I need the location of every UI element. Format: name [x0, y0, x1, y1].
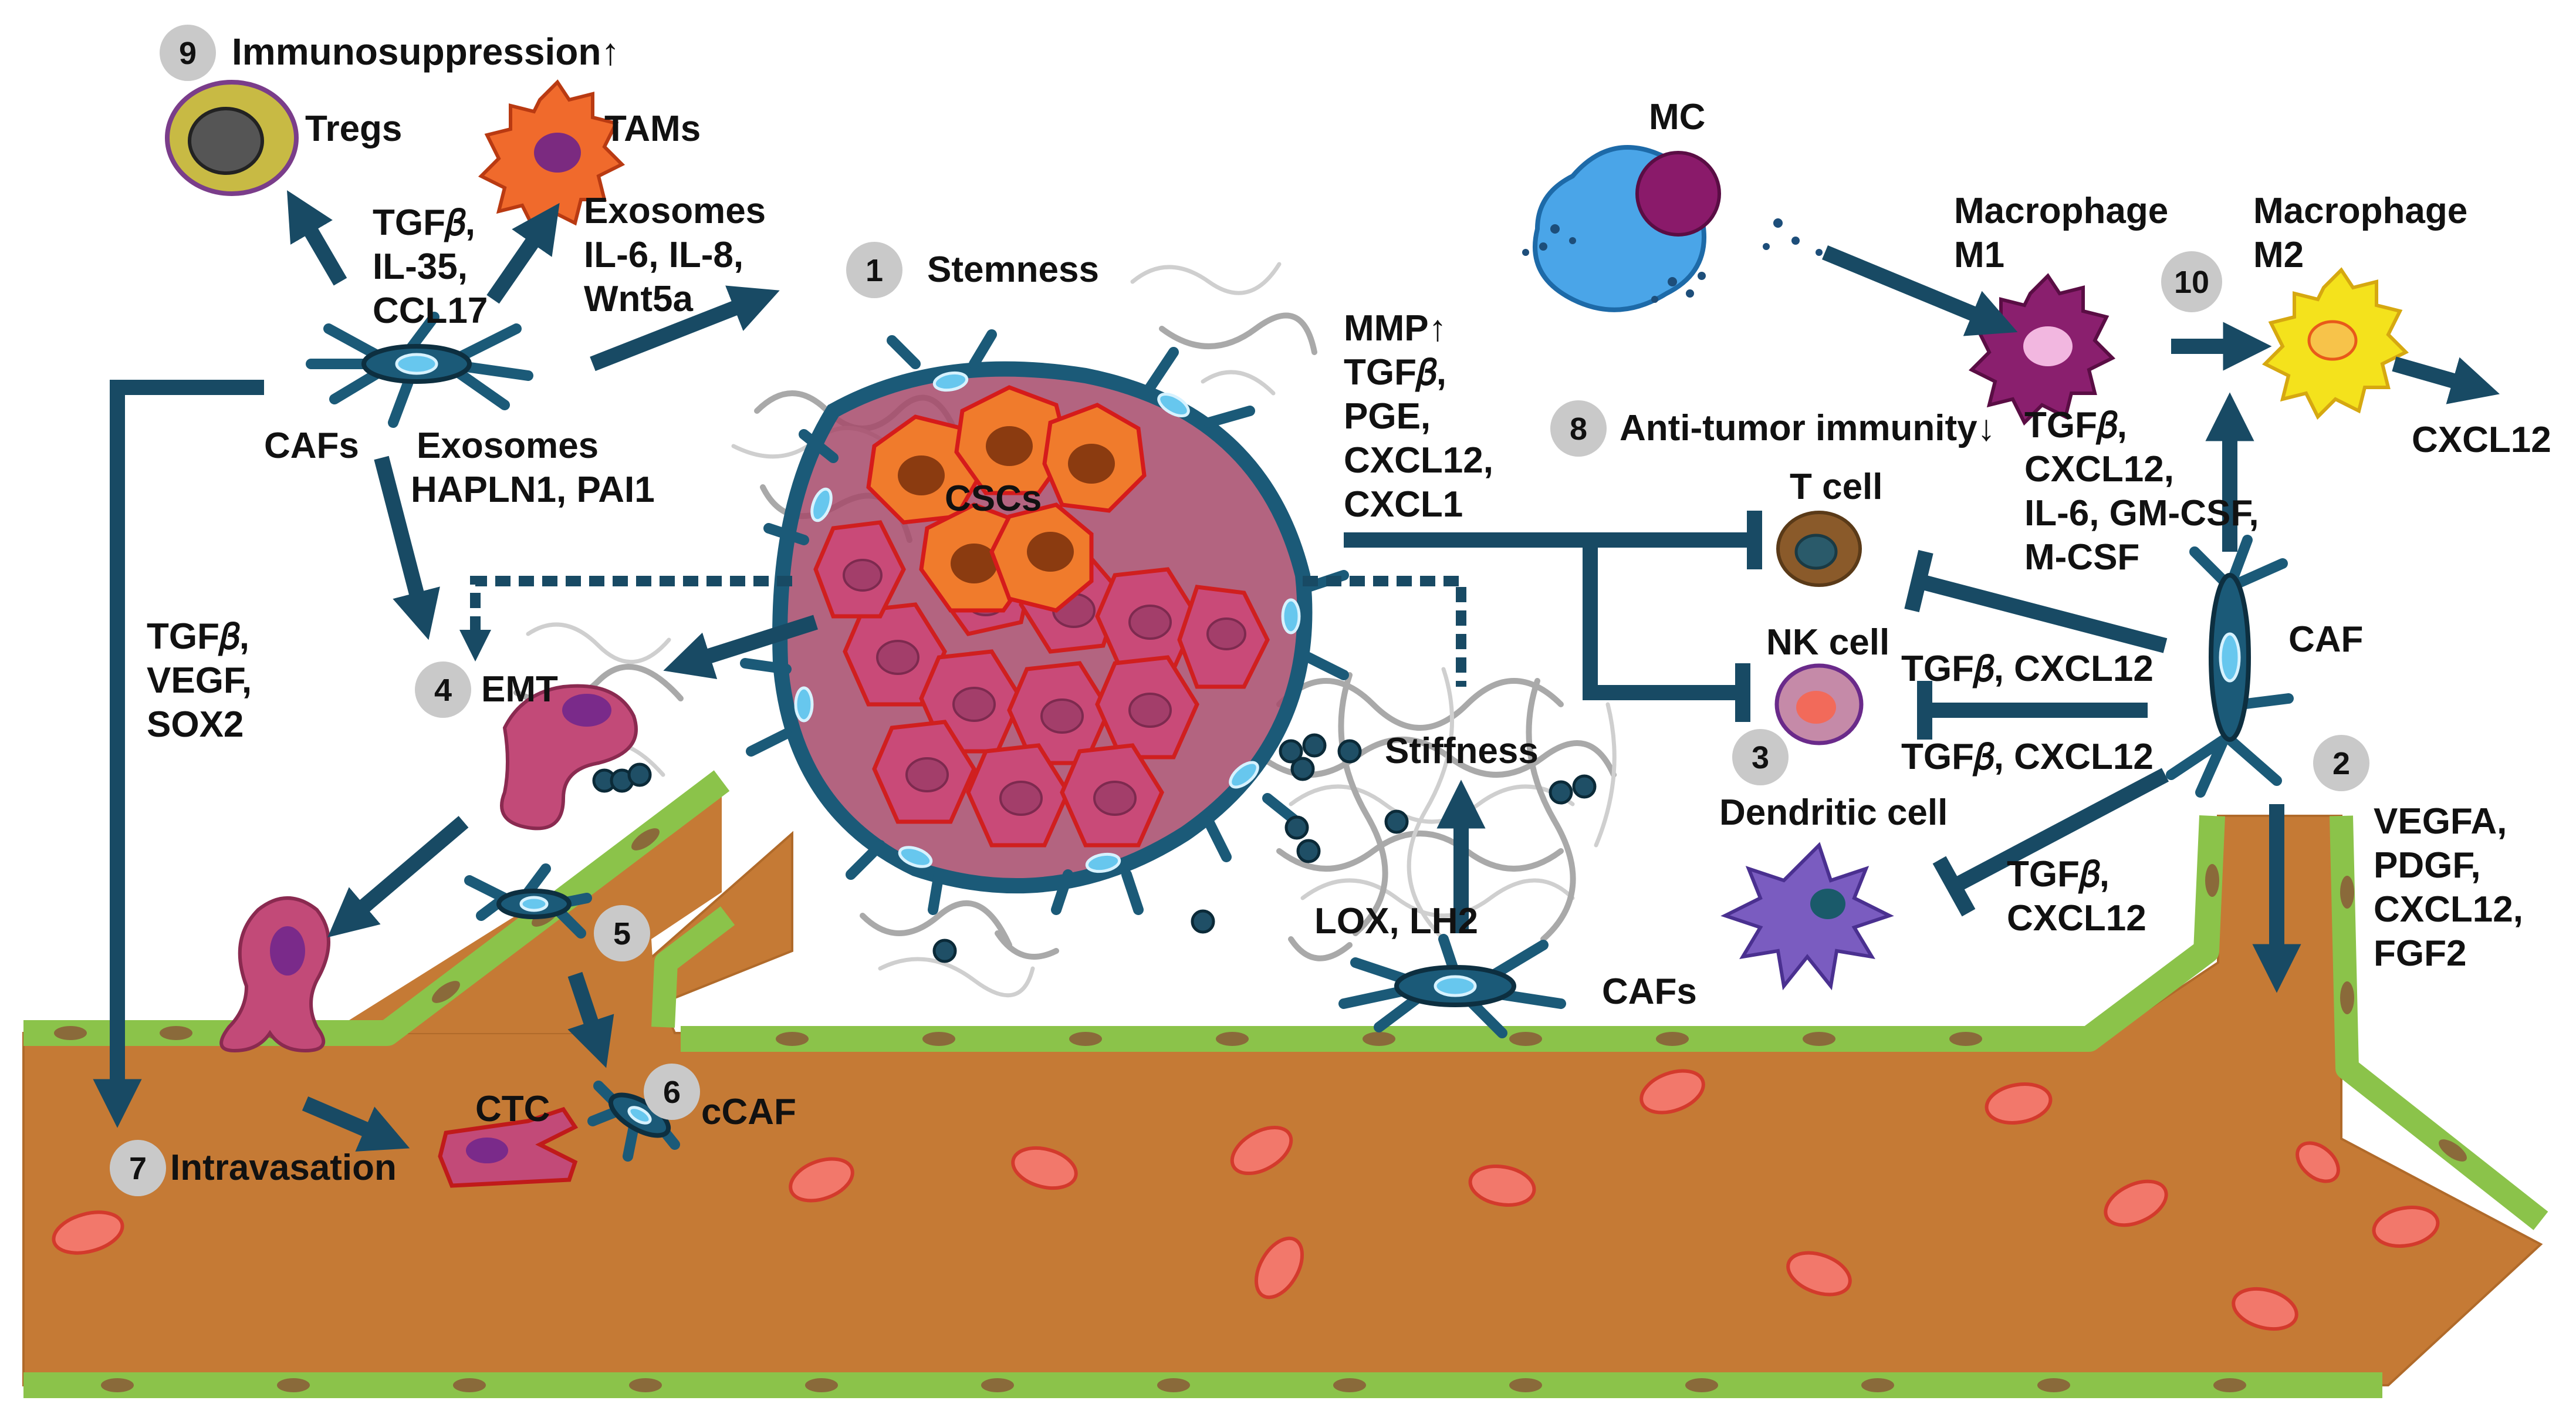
t-cell-shape [1776, 511, 1862, 587]
treg-cell [165, 80, 299, 196]
macrophage-m2-cell [2261, 267, 2409, 420]
step-badges: 1 2 3 4 5 6 7 8 9 10 [110, 25, 2369, 1196]
left-factor-3: SOX2 [147, 704, 244, 745]
tam-factor-2: IL-6, IL-8, [584, 235, 743, 275]
m1-factor-4: M-CSF [2024, 537, 2139, 578]
badge-2: 2 [2313, 735, 2369, 791]
text-labels: Immunosuppression↑ Tregs TAMs TGF𝛽, IL-3… [147, 31, 2551, 1188]
stemness-label: Stemness [927, 249, 1099, 290]
tregs-label: Tregs [305, 109, 402, 149]
cafs-top-label: CAFs [264, 426, 359, 466]
dendritic-cell-label: Dendritic cell [1719, 792, 1948, 833]
tumor-mass [740, 329, 1349, 915]
nk-cell-shape [1774, 663, 1864, 745]
badge-7: 7 [110, 1140, 166, 1196]
svg-text:2: 2 [2332, 746, 2350, 781]
svg-text:7: 7 [129, 1151, 147, 1186]
left-factor-2: VEGF, [147, 660, 252, 701]
cancer-stem-cells [866, 385, 1147, 613]
nk-cell-label: NK cell [1766, 622, 1889, 663]
dc-factors-a-label: TGF𝛽, CXCL12 [1901, 737, 2154, 777]
left-factor-1: TGF𝛽, [147, 616, 249, 657]
tam-factor-3: Wnt5a [584, 279, 694, 319]
nk-factors-label: TGF𝛽, CXCL12 [1901, 649, 2154, 689]
mc-label: MC [1649, 97, 1705, 137]
macrophage-m1-cell [1968, 273, 2116, 426]
svg-text:9: 9 [179, 36, 197, 71]
cscs-label: CSCs [945, 478, 1042, 519]
svg-text:6: 6 [663, 1075, 681, 1110]
angio-factor-3: CXCL12, [2374, 889, 2523, 930]
badge-4: 4 [415, 662, 471, 718]
caf-right-label: CAF [2288, 619, 2363, 660]
mast-cell [1522, 145, 1823, 312]
intravasation-label: Intravasation [170, 1148, 397, 1188]
angio-factor-1: VEGFA, [2374, 801, 2507, 842]
cafs-bottom-label: CAFs [1602, 971, 1697, 1012]
treg-factor-3: CCL17 [373, 291, 488, 331]
badge-8: 8 [1550, 400, 1607, 457]
m1-factor-3: IL-6, GM-CSF, [2024, 493, 2259, 534]
arrows [93, 190, 2500, 1152]
badge-1: 1 [846, 242, 902, 298]
intravasating-cell [219, 896, 330, 1053]
angio-factor-2: PDGF, [2374, 845, 2481, 886]
dc-factors-b-2: CXCL12 [2007, 898, 2146, 939]
m1-label-1: Macrophage [1954, 191, 2168, 231]
treg-factor-2: IL-35, [373, 247, 468, 287]
svg-text:10: 10 [2174, 265, 2209, 300]
angio-factor-4: FGF2 [2374, 933, 2466, 974]
m2-label-2: M2 [2253, 235, 2304, 275]
mmp-factor-2: TGF𝛽, [1344, 352, 1446, 393]
badge-6: 6 [644, 1064, 700, 1120]
mmp-factor-1: MMP↑ [1344, 308, 1447, 349]
ctc-label: CTC [475, 1089, 550, 1129]
m1-factor-1: TGF𝛽, [2024, 405, 2127, 446]
svg-text:4: 4 [434, 673, 452, 708]
dc-factors-b-1: TGF𝛽, [2007, 854, 2110, 895]
svg-text:1: 1 [866, 253, 883, 288]
tam-factor-1: Exosomes [584, 191, 766, 231]
blood-vessel [22, 770, 2548, 1398]
caf-vessel-5 [464, 863, 592, 939]
badge-3: 3 [1732, 729, 1789, 785]
svg-text:8: 8 [1570, 411, 1587, 447]
emt-cell [500, 684, 638, 831]
badge-9: 9 [160, 25, 216, 81]
badge-5: 5 [594, 905, 650, 961]
exosomes-label: Exosomes [417, 426, 599, 466]
ccaf-cell [587, 1081, 680, 1162]
lox-dots [592, 733, 1597, 963]
lox-label: LOX, LH2 [1314, 901, 1478, 941]
mmp-factor-4: CXCL12, [1344, 440, 1493, 481]
t-cell-label: T cell [1790, 467, 1883, 507]
anti-tumor-label: Anti-tumor immunity↓ [1620, 408, 1996, 448]
treg-factor-1: TGF𝛽, [373, 203, 475, 243]
tams-label: TAMs [604, 109, 701, 149]
stiffness-label: Stiffness [1385, 731, 1539, 771]
hapln-label: HAPLN1, PAI1 [411, 470, 655, 510]
mmp-factor-5: CXCL1 [1344, 484, 1463, 525]
badge-10: 10 [2161, 251, 2222, 312]
caf-bottom [1338, 934, 1566, 1038]
ccaf-label: cCAF [701, 1092, 796, 1132]
red-blood-cells [52, 1069, 2440, 1331]
cxcl12-label: CXCL12 [2412, 420, 2551, 460]
immunosuppression-label: Immunosuppression↑ [232, 31, 620, 73]
dendritic-cell-shape [1720, 842, 1894, 991]
caf-top-left [306, 312, 533, 428]
ctc-cell [438, 1106, 579, 1188]
tumor-caf-ring [740, 329, 1349, 915]
m1-label-2: M1 [1954, 235, 2004, 275]
m2-label-1: Macrophage [2253, 191, 2467, 231]
tam-cell [478, 79, 626, 232]
m1-factor-2: CXCL12, [2024, 449, 2174, 490]
mmp-factor-3: PGE, [1344, 396, 1431, 437]
svg-text:5: 5 [613, 916, 631, 951]
caf-right [2166, 535, 2294, 798]
svg-text:3: 3 [1752, 740, 1769, 775]
emt-label: EMT [481, 669, 558, 710]
